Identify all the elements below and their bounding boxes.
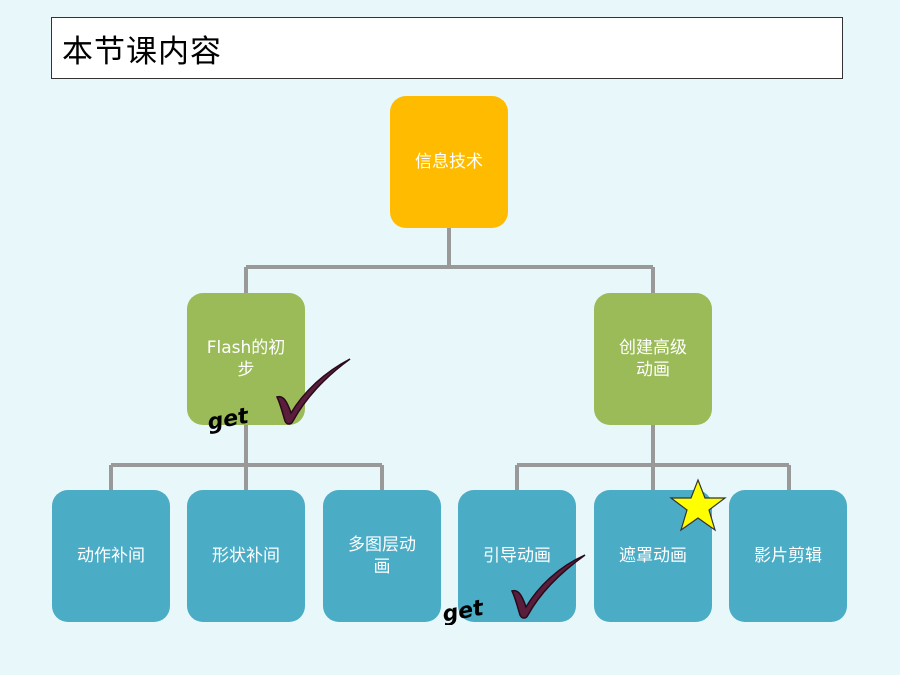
node-advanced-animation: 创建高级动画 [594, 293, 712, 425]
node-shape-tween-label: 形状补间 [212, 546, 280, 566]
node-guide-animation-label: 引导动画 [483, 546, 551, 566]
get-label: get [206, 404, 252, 435]
node-shape-tween: 形状补间 [187, 490, 305, 622]
page-title: 本节课内容 [62, 34, 222, 70]
title-box: 本节课内容 [51, 17, 843, 79]
node-motion-tween: 动作补间 [52, 490, 170, 622]
node-multilayer-animation-label: 多图层动画 [348, 535, 416, 577]
node-root: 信息技术 [390, 96, 508, 228]
node-advanced-animation-label: 创建高级动画 [619, 338, 687, 380]
node-mask-animation-label: 遮罩动画 [619, 546, 687, 566]
node-motion-tween-label: 动作补间 [77, 546, 145, 566]
node-root-label: 信息技术 [415, 152, 483, 172]
node-movie-clip-label: 影片剪辑 [754, 546, 822, 566]
node-multilayer-animation: 多图层动画 [323, 490, 441, 622]
get-check-icon: get [206, 358, 351, 435]
get-label-2: get [441, 596, 487, 625]
node-flash-basics-label: Flash的初步 [206, 338, 286, 380]
node-movie-clip: 影片剪辑 [729, 490, 847, 622]
star-icon [669, 478, 727, 532]
get-check-icon-2: get [441, 554, 586, 625]
